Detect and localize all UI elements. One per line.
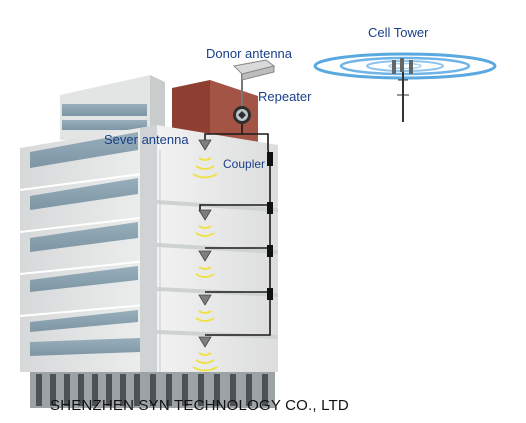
signal-wave-icon: [195, 266, 215, 278]
repeater-icon: [233, 106, 251, 124]
signal-wave-icon: [195, 310, 215, 322]
signal-wave-icon: [192, 157, 218, 179]
ground-floor-columns: [30, 372, 275, 408]
server-antenna-floor-5: [192, 336, 218, 372]
signal-wave-icon: [192, 352, 218, 372]
server-antenna-floor-2: [195, 209, 215, 237]
coupler-label: Coupler: [223, 157, 266, 171]
building-left-face: [19, 125, 158, 372]
signal-wave-icon: [195, 225, 215, 237]
server-antenna-floor-4: [195, 294, 215, 322]
company-name: SHENZHEN SYN TECHNOLOGY CO., LTD: [50, 397, 349, 414]
repeater-label: Repeater: [258, 89, 312, 104]
server-antenna-icon: [192, 139, 218, 372]
server-antenna-floor-1: [192, 139, 218, 179]
server-antenna-floor-3: [195, 250, 215, 278]
server-antenna-label: Sever antenna: [104, 132, 189, 147]
window-strip: [30, 132, 140, 356]
donor-antenna-icon: [232, 59, 276, 106]
cell-tower-label: Cell Tower: [368, 25, 429, 40]
donor-antenna-label: Donor antenna: [206, 46, 293, 61]
coupler-icon: [267, 152, 273, 300]
cell-tower-icon: [313, 52, 497, 122]
building-rear-block: [60, 75, 165, 140]
